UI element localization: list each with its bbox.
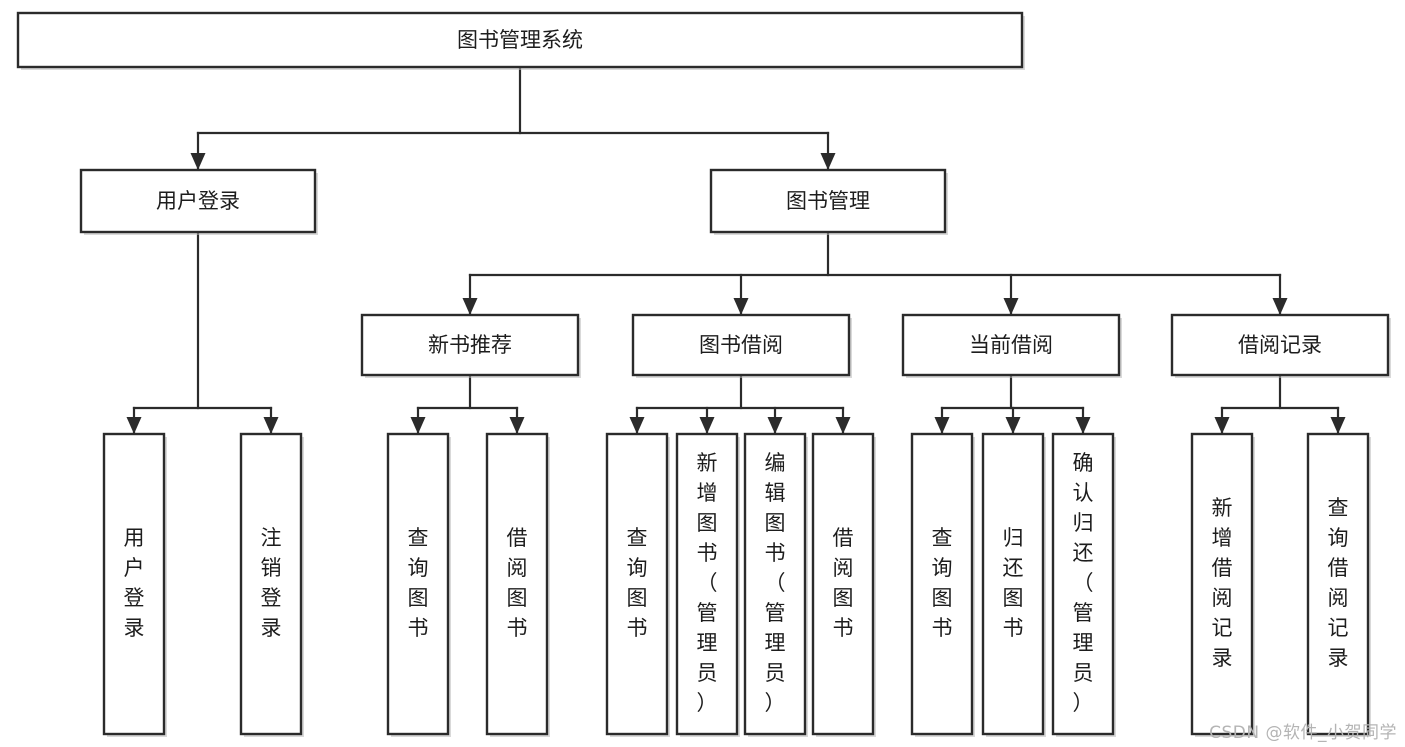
node-label: 图书管理系统 <box>457 28 583 52</box>
node-leaf-add-book-admin[interactable]: 新增图书（管理员） <box>675 432 740 737</box>
node-leaf-query-borrow-record[interactable]: 查询借阅记录 <box>1306 432 1371 737</box>
node-label: 图书借阅 <box>699 333 783 357</box>
node-leaf-query-book-borrow[interactable]: 查询图书 <box>605 432 670 737</box>
connector-layer <box>126 65 1346 436</box>
node-leaf-borrow-book-borrow[interactable]: 借阅图书 <box>811 432 876 737</box>
node-book-borrow[interactable]: 图书借阅 <box>631 313 852 378</box>
arrow-head-icon <box>509 417 525 434</box>
arrow-head-icon <box>1003 298 1019 315</box>
node-label: 查询图书 <box>627 526 648 640</box>
arrow-head-icon <box>190 153 206 170</box>
node-book-manage[interactable]: 图书管理 <box>709 168 948 235</box>
node-label: 当前借阅 <box>969 333 1053 357</box>
arrow-head-icon <box>1272 298 1288 315</box>
node-user-login[interactable]: 用户登录 <box>79 168 318 235</box>
arrow-head-icon <box>462 298 478 315</box>
node-leaf-confirm-return-admin[interactable]: 确认归还（管理员） <box>1051 432 1116 737</box>
node-current-borrow[interactable]: 当前借阅 <box>901 313 1122 378</box>
node-label: 用户登录 <box>124 526 145 640</box>
node-label: 借阅记录 <box>1238 333 1322 357</box>
node-leaf-query-book-rec[interactable]: 查询图书 <box>386 432 451 737</box>
node-label: 新增图书（管理员） <box>697 451 718 715</box>
arrow-head-icon <box>934 417 950 434</box>
arrow-head-icon <box>1330 417 1346 434</box>
node-new-book-recommend[interactable]: 新书推荐 <box>360 313 581 378</box>
node-leaf-borrow-book-rec[interactable]: 借阅图书 <box>485 432 550 737</box>
node-label: 查询借阅记录 <box>1328 496 1349 670</box>
node-label: 查询图书 <box>408 526 429 640</box>
connector-group-root <box>190 65 836 172</box>
node-label: 查询图书 <box>932 526 953 640</box>
node-label: 用户登录 <box>156 189 240 213</box>
arrow-head-icon <box>1214 417 1230 434</box>
arrow-head-icon <box>699 417 715 434</box>
connector-group-borrow-record <box>1214 373 1346 436</box>
connector-group-user-login <box>126 230 279 436</box>
arrow-head-icon <box>263 417 279 434</box>
node-leaf-edit-book-admin[interactable]: 编辑图书（管理员） <box>743 432 808 737</box>
node-leaf-return-book[interactable]: 归还图书 <box>981 432 1046 737</box>
node-label: 确认归还（管理员） <box>1073 451 1094 715</box>
arrow-head-icon <box>767 417 783 434</box>
connector-group-book-borrow <box>629 373 851 436</box>
node-layer: 图书管理系统用户登录图书管理新书推荐图书借阅当前借阅借阅记录用户登录注销登录查询… <box>16 11 1391 737</box>
node-label: 借阅图书 <box>833 526 854 640</box>
arrow-head-icon <box>733 298 749 315</box>
arrow-head-icon <box>1075 417 1091 434</box>
arrow-head-icon <box>835 417 851 434</box>
connector-group-book-manage <box>462 230 1288 317</box>
arrow-head-icon <box>126 417 142 434</box>
connector-group-new-book-recommend <box>410 373 525 436</box>
node-leaf-user-login[interactable]: 用户登录 <box>102 432 167 737</box>
node-leaf-logout[interactable]: 注销登录 <box>239 432 304 737</box>
node-leaf-query-book-cur[interactable]: 查询图书 <box>910 432 975 737</box>
node-label: 借阅图书 <box>507 526 528 640</box>
node-label: 注销登录 <box>261 526 282 640</box>
node-label: 归还图书 <box>1003 526 1024 640</box>
node-label: 新增借阅记录 <box>1212 496 1233 670</box>
node-label: 新书推荐 <box>428 333 512 357</box>
node-borrow-record[interactable]: 借阅记录 <box>1170 313 1391 378</box>
node-leaf-add-borrow-record[interactable]: 新增借阅记录 <box>1190 432 1255 737</box>
arrow-head-icon <box>1005 417 1021 434</box>
node-label: 图书管理 <box>786 189 870 213</box>
arrow-head-icon <box>629 417 645 434</box>
connector-group-current-borrow <box>934 373 1091 436</box>
node-label: 编辑图书（管理员） <box>765 451 786 715</box>
node-root[interactable]: 图书管理系统 <box>16 11 1025 70</box>
arrow-head-icon <box>410 417 426 434</box>
arrow-head-icon <box>820 153 836 170</box>
